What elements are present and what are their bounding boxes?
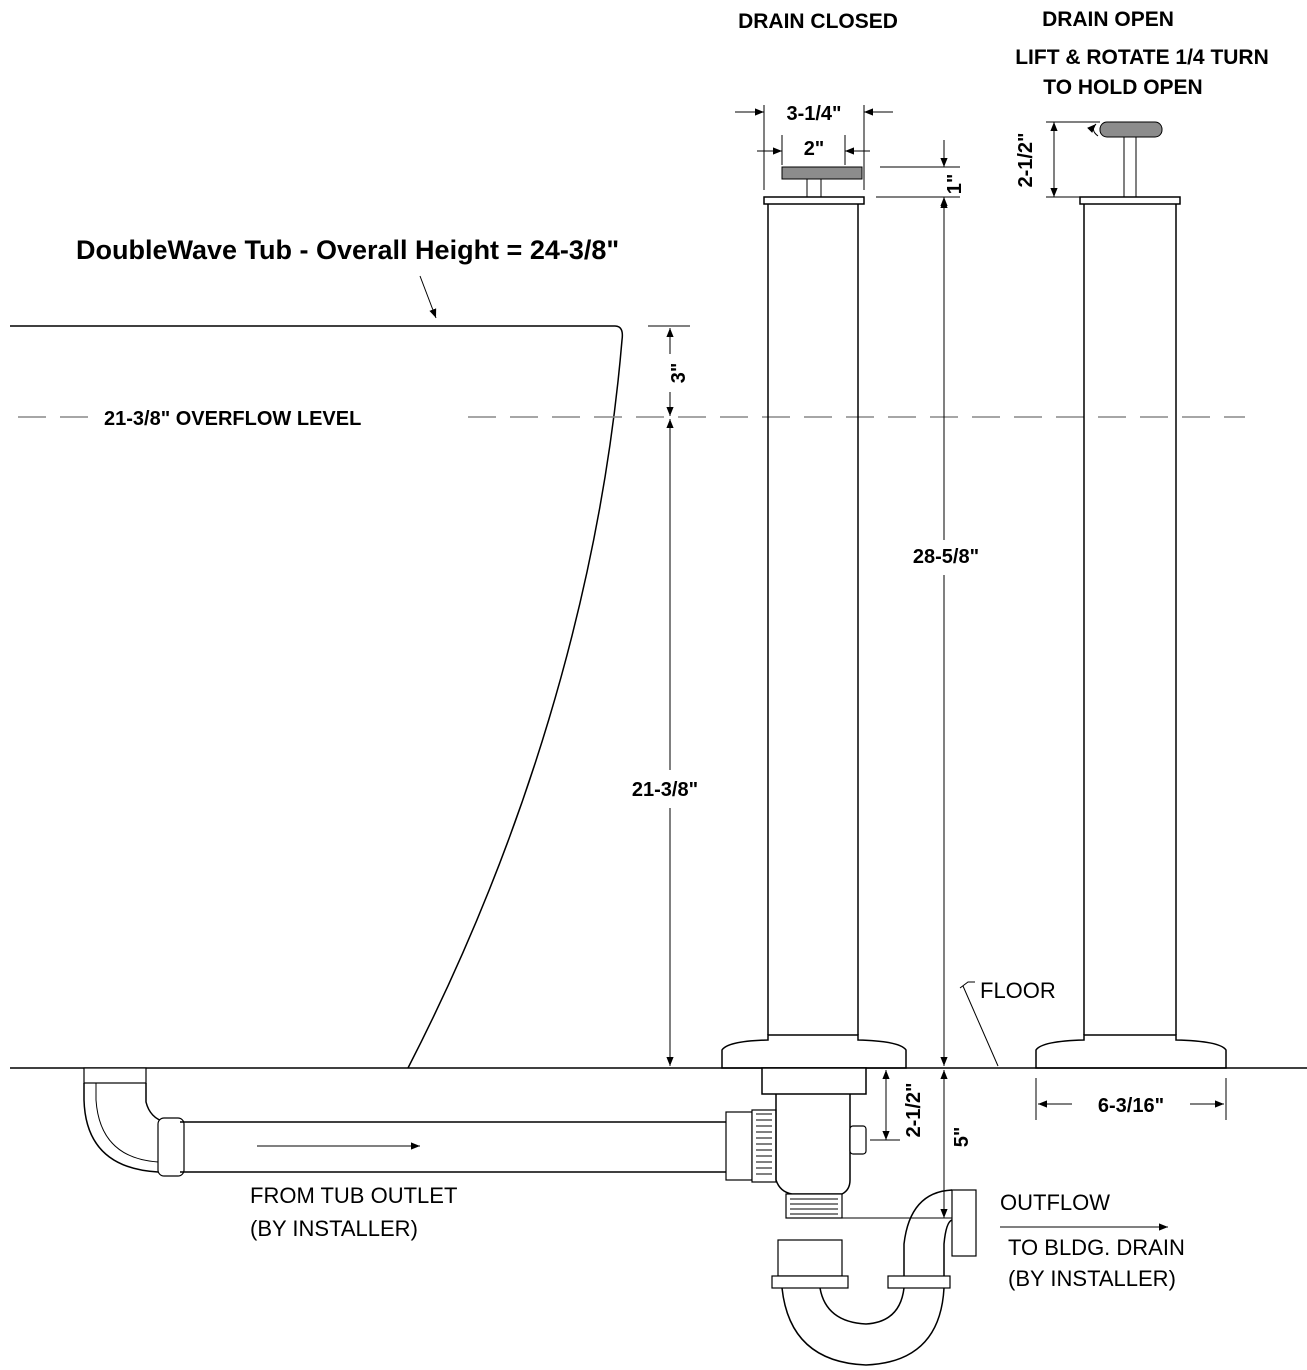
- tub-outlet-pipe: [180, 1109, 777, 1183]
- dim-lift-height: 2-1/2": [1015, 132, 1037, 187]
- from-tub-outlet-label: FROM TUB OUTLET: [250, 1183, 457, 1208]
- dim-cap-height: 1": [944, 174, 966, 195]
- dim-cap-inner-width: 2": [804, 138, 825, 160]
- title-leader: [419, 275, 437, 319]
- dim-overflow-to-floor: 21-3/8": [632, 779, 698, 801]
- outflow-label: OUTFLOW: [1000, 1190, 1110, 1215]
- dim-floor-to-tee: 2-1/2": [903, 1082, 925, 1137]
- tub-outlet-elbow: [83, 1067, 185, 1177]
- standpipe-open: [1035, 121, 1227, 1069]
- drain-closed-header: DRAIN CLOSED: [738, 10, 898, 33]
- standpipe-closed: [721, 166, 907, 1069]
- to-bldg-drain-label: TO BLDG. DRAIN: [1008, 1235, 1185, 1260]
- floor-leader: [962, 985, 999, 1067]
- diagram-title: DoubleWave Tub - Overall Height = 24-3/8…: [76, 235, 619, 265]
- floor-label: FLOOR: [980, 978, 1056, 1003]
- dim-rim-to-overflow: 3": [668, 363, 690, 384]
- dim-cap-outer-width: 3-1/4": [786, 103, 841, 125]
- dim-floor-to-trap: 5": [951, 1127, 973, 1148]
- overflow-level-label: 21-3/8" OVERFLOW LEVEL: [104, 408, 361, 430]
- dim-standpipe-height: 28-5/8": [913, 546, 979, 568]
- drain-tee: [761, 1067, 867, 1219]
- drain-open-instruction-2: TO HOLD OPEN: [1043, 76, 1202, 99]
- tub-outline: [10, 325, 624, 1069]
- drain-open-instruction: LIFT & ROTATE 1/4 TURN: [1015, 46, 1269, 69]
- floor-leader-tick: [959, 981, 975, 989]
- from-tub-installer-label: (BY INSTALLER): [250, 1216, 418, 1241]
- dim-base-width: 6-3/16": [1098, 1095, 1164, 1117]
- p-trap: [771, 1189, 977, 1366]
- drain-open-header: DRAIN OPEN: [1042, 8, 1174, 31]
- to-bldg-installer-label: (BY INSTALLER): [1008, 1266, 1176, 1291]
